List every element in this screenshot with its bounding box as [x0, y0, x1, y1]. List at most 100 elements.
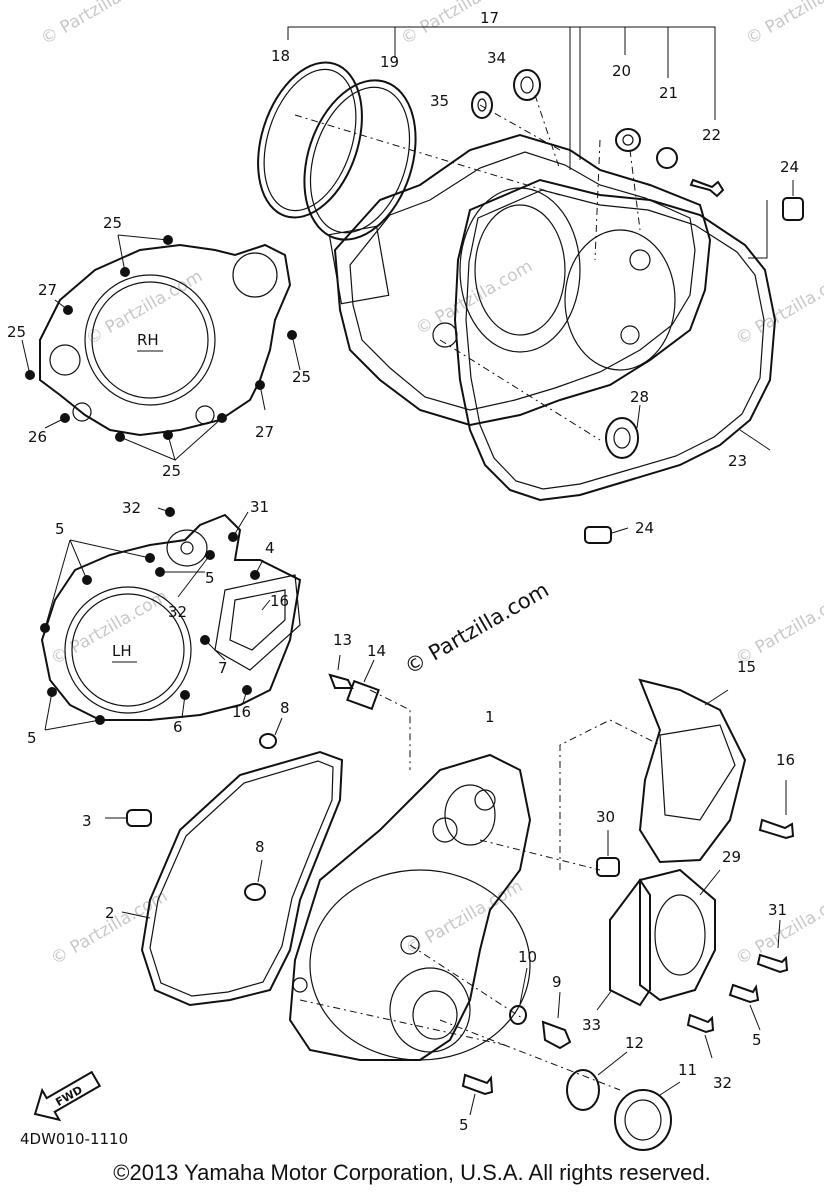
callout-26: 26	[28, 428, 47, 446]
crankcase-cover-left-assembly	[105, 654, 795, 1151]
bolt-32	[686, 1013, 715, 1034]
copyright-notice: ©2013 Yamaha Motor Corporation, U.S.A. A…	[113, 1160, 711, 1185]
callout-17: 17	[480, 9, 499, 27]
plug-20	[615, 128, 641, 152]
bolt-16	[758, 818, 795, 840]
callout-34: 34	[487, 49, 506, 67]
bolt-31	[756, 953, 789, 974]
fwd-label: FWD	[53, 1083, 84, 1109]
callout-7: 7	[218, 659, 228, 677]
callout-9: 9	[552, 973, 562, 991]
lh-cover-diagram: LH	[40, 507, 302, 731]
callout-29: 29	[722, 848, 741, 866]
callout-1: 1	[485, 708, 495, 726]
callout-5-e: 5	[459, 1116, 469, 1134]
callout-25-a: 25	[103, 214, 122, 232]
oring-8-top	[259, 733, 277, 749]
callout-20: 20	[612, 62, 631, 80]
faint-watermark: © Partzilla.com	[743, 0, 824, 49]
oring-21	[656, 147, 678, 169]
callout-15: 15	[737, 658, 756, 676]
callout-12: 12	[625, 1034, 644, 1052]
callout-14: 14	[367, 642, 386, 660]
rh-label: RH	[137, 331, 159, 349]
gasket-18	[257, 61, 363, 219]
callout-19: 19	[380, 53, 399, 71]
faint-watermark: © Partzilla.com	[733, 266, 824, 349]
background-watermarks: © Partzilla.com © Partzilla.com © Partzi…	[38, 0, 824, 969]
callout-3: 3	[82, 812, 92, 830]
dowel-pin-24-top	[782, 197, 804, 221]
callout-25-c: 25	[292, 368, 311, 386]
faint-watermark: © Partzilla.com	[38, 0, 162, 49]
gasket-23	[453, 178, 777, 502]
clamp-14	[346, 679, 380, 711]
bearing-28	[605, 417, 639, 459]
callout-32-c: 32	[713, 1074, 732, 1092]
oring-8-mid	[244, 883, 266, 901]
plug-11	[614, 1089, 672, 1151]
faint-watermark: © Partzilla.com	[733, 886, 824, 969]
oil-seal-35	[471, 91, 493, 119]
callout-31-a: 31	[250, 498, 269, 516]
crankcase-cover-left-body	[288, 753, 532, 1061]
callout-5-c: 5	[27, 729, 37, 747]
dowel-pin-30	[596, 857, 620, 877]
rh-cover-diagram: RH	[21, 234, 301, 461]
callout-25-d: 25	[162, 462, 181, 480]
sprocket-cover-15	[638, 678, 747, 864]
oring-10	[509, 1005, 527, 1025]
gasket-19	[303, 79, 417, 241]
callout-24-top: 24	[780, 158, 799, 176]
crankcase-cover-body	[333, 133, 712, 427]
callout-27-b: 27	[255, 423, 274, 441]
callout-6: 6	[173, 718, 183, 736]
callout-5-a: 5	[55, 520, 65, 538]
callout-25-b: 25	[7, 323, 26, 341]
callout-16-c: 16	[776, 751, 795, 769]
faint-watermark: © Partzilla.com	[413, 256, 537, 339]
callout-33: 33	[582, 1016, 601, 1034]
callout-2: 2	[105, 904, 115, 922]
callout-11: 11	[678, 1061, 697, 1079]
callout-13: 13	[333, 631, 352, 649]
callout-16-b: 16	[232, 703, 251, 721]
faint-watermark: © Partzilla.com	[403, 876, 527, 959]
bolt-22	[689, 178, 725, 198]
water-pump-cover-29	[639, 868, 716, 1002]
callout-28: 28	[630, 388, 649, 406]
callout-23: 23	[728, 452, 747, 470]
crankcase-cover-right-assembly	[257, 26, 804, 544]
callout-27-a: 27	[38, 281, 57, 299]
dowel-pin-3	[126, 809, 152, 827]
callout-5-d: 5	[752, 1031, 762, 1049]
callout-31-b: 31	[768, 901, 787, 919]
bolt-5-bottom	[461, 1073, 494, 1096]
callout-10: 10	[518, 948, 537, 966]
dowel-pin-24-bottom	[584, 526, 612, 544]
lh-cover-outline	[40, 513, 302, 721]
oring-12	[566, 1069, 600, 1111]
callout-5-b: 5	[205, 569, 215, 587]
callout-30: 30	[596, 808, 615, 826]
callout-32-a: 32	[122, 499, 141, 517]
lh-label: LH	[112, 642, 132, 660]
bolt-9	[541, 1020, 572, 1050]
callout-21: 21	[659, 84, 678, 102]
faint-watermark: © Partzilla.com	[733, 586, 824, 669]
faint-watermark: © Partzilla.com	[398, 0, 522, 49]
forward-direction-arrow: FWD	[33, 1070, 102, 1122]
callout-4: 4	[265, 539, 275, 557]
callout-18: 18	[271, 47, 290, 65]
callout-8-b: 8	[255, 838, 265, 856]
bolt-5-right	[728, 983, 760, 1004]
callout-labels: 17 18 19 34 35 20 21 22 24 28 23 24 25 2…	[7, 9, 799, 1134]
callout-8-a: 8	[280, 699, 290, 717]
main-watermark: © Partzilla.com	[401, 578, 553, 680]
callout-24-bottom: 24	[635, 519, 654, 537]
callout-32-b: 32	[168, 603, 187, 621]
gasket-2	[140, 750, 344, 1007]
gasket-33	[609, 878, 651, 1007]
callout-35: 35	[430, 92, 449, 110]
